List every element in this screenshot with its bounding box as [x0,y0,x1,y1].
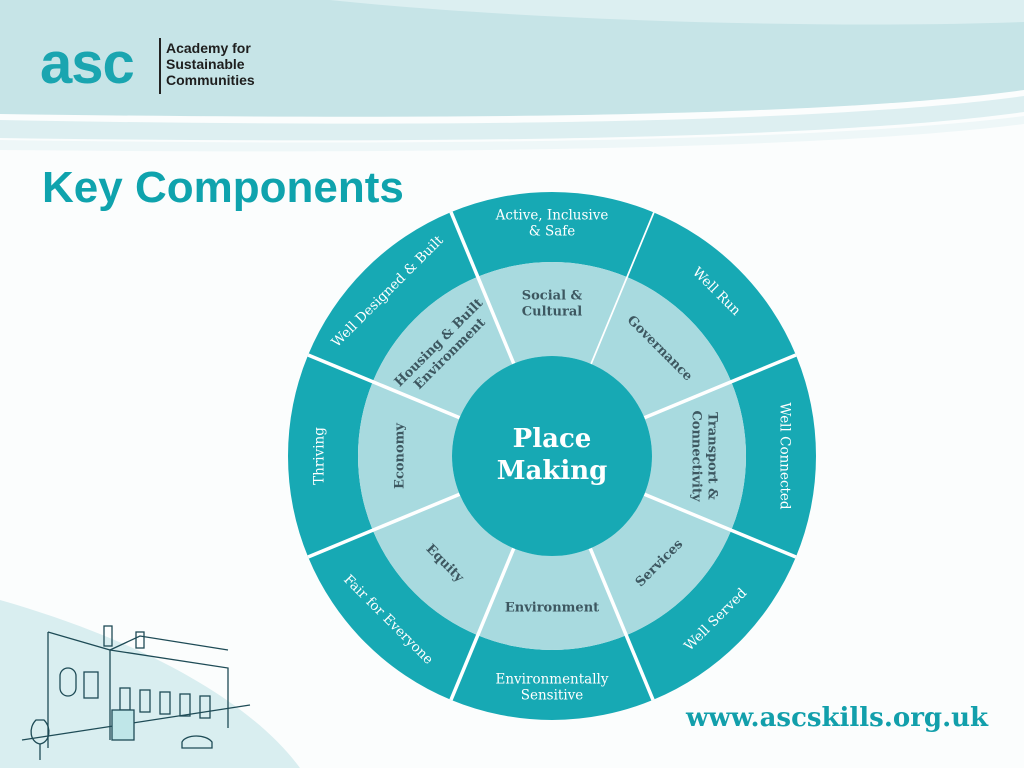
logo-organisation-name: Academy for Sustainable Communities [166,40,255,88]
outer-segment-label-line: Environmentally [496,671,609,687]
outer-segment [450,635,654,720]
footer-website-url: www.ascskills.org.uk [686,703,989,733]
segment-divider [587,545,655,701]
outer-segment [450,192,654,277]
inner-segment [477,548,627,650]
inner-segment-label: Social &Cultural [522,289,583,320]
segment-divider [641,491,797,559]
outer-segment [308,212,478,382]
inner-segment-label-line: Economy [393,423,408,489]
logo-name-line: Communities [166,72,255,88]
inner-segment [372,494,514,636]
segment-divider [307,353,463,421]
inner-segment [372,276,514,418]
outer-segment-label: Thriving [312,427,328,485]
outer-segment-label-line: & Safe [529,224,576,240]
logo-name-line: Sustainable [166,56,245,72]
inner-segment-label: Environment [505,601,599,616]
inner-segment-label: Transport &Connectivity [689,410,720,502]
inner-segment [590,276,732,418]
segment-divider [641,353,797,421]
outer-segment-label-line: Thriving [312,427,328,485]
inner-segment-label-line: Connectivity [689,410,704,502]
inner-segment-label-line: Cultural [522,304,582,319]
inner-segment [644,381,746,531]
outer-segment [288,354,373,558]
segment-divider [449,211,517,367]
segment-divider [449,545,517,701]
inner-segment [358,381,460,531]
center-label-line: Making [497,456,608,486]
logo-divider [159,38,161,94]
outer-segment [731,354,816,558]
outer-segment-label-line: Well Connected [777,402,793,510]
inner-segment [590,494,732,636]
inner-segment-label-line: Transport & [704,412,719,500]
outer-segment-label: Well Connected [777,402,793,510]
inner-segment-label: Economy [393,423,408,489]
logo-name-line: Academy for [166,40,251,56]
inner-segment-label-line: Environment [505,601,599,616]
center-circle [452,356,652,556]
outer-segment [626,212,796,382]
houses-sketch [21,625,251,760]
outer-segment-label: Active, Inclusive& Safe [495,207,609,239]
center-label-line: Place [513,424,592,454]
outer-segment-label-line: Active, Inclusive [495,207,609,223]
slide-title: Key Components [42,163,404,212]
inner-segment [477,261,627,364]
outer-segment [626,530,796,700]
inner-segment-label-line: Social & [522,289,583,304]
segment-divider [307,491,463,559]
asc-logo: asc [40,31,135,96]
outer-segment-label-line: Sensitive [521,688,584,704]
outer-segment [308,530,478,700]
